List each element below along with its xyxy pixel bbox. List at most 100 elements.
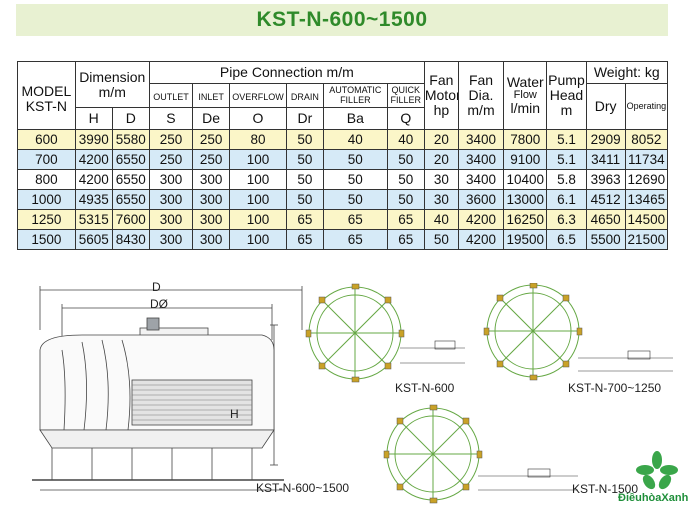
header-water-flow: Water Flow l/min [503,61,548,130]
header-outlet: OUTLET [148,83,194,108]
table-cell: 6.3 [546,209,587,230]
header-fan-dia: Fan Dia. m/m [457,61,505,130]
table-cell: 50 [285,129,324,150]
header-pipe: Pipe Connection m/m [148,61,425,84]
table-cell: 100 [229,209,287,230]
table-cell: 800 [17,169,76,190]
table-cell: 6550 [111,149,150,170]
table-cell: 4200 [74,149,113,170]
table-cell: 16250 [503,209,548,230]
table-cell: 40 [322,129,388,150]
table-cell: 80 [229,129,287,150]
table-cell: 13465 [624,189,669,210]
table-cell: 300 [192,189,231,210]
table-cell: 700 [17,149,76,170]
table-cell: 3400 [457,169,505,190]
table-cell: 50 [285,189,324,210]
table-cell: 65 [386,229,425,250]
header-d: D [111,107,150,130]
plan2-label: KST-N-700~1250 [568,381,662,395]
table-cell: 11734 [624,149,669,170]
table-cell: 300 [148,209,194,230]
plan1-label: KST-N-600 [395,381,455,395]
table-cell: 6.1 [546,189,587,210]
header-fan-motor: Fan Motor hp [423,61,459,130]
header-dr: Dr [285,107,324,130]
table-cell: 65 [285,229,324,250]
header-de: De [192,107,231,130]
table-cell: 65 [322,229,388,250]
table-cell: 50 [285,149,324,170]
table-cell: 12690 [624,169,669,190]
table-cell: 50 [322,189,388,210]
table-cell: 5580 [111,129,150,150]
header-h: H [74,107,113,130]
header-model: MODEL KST-N [17,61,76,130]
table-cell: 250 [192,129,231,150]
header-s: S [148,107,194,130]
table-cell: 100 [229,149,287,170]
table-cell: 100 [229,229,287,250]
table-cell: 20 [423,129,459,150]
table-cell: 30 [423,189,459,210]
table-cell: 2909 [585,129,626,150]
table-cell: 7600 [111,209,150,230]
table-cell: 8430 [111,229,150,250]
plan3-label: KST-N-1500 [572,482,639,496]
table-cell: 50 [423,229,459,250]
table-cell: 13000 [503,189,548,210]
table-cell: 600 [17,129,76,150]
table-cell: 4935 [74,189,113,210]
table-cell: 3990 [74,129,113,150]
table-cell: 3400 [457,149,505,170]
header-ba: Ba [322,107,388,130]
table-cell: 65 [322,209,388,230]
table-cell: 50 [386,169,425,190]
table-cell: 300 [148,229,194,250]
table-cell: 20 [423,149,459,170]
table-cell: 5500 [585,229,626,250]
logo-leaf-icon [636,451,678,490]
table-cell: 7800 [503,129,548,150]
table-cell: 300 [148,169,194,190]
table-cell: 40 [386,129,425,150]
header-quick-filler: QUICK FILLER [386,83,425,108]
header-o: O [229,107,287,130]
table-cell: 250 [148,129,194,150]
title-bar: KST-N-600~1500 [16,4,668,36]
header-dry: Dry [585,83,626,130]
table-cell: 1500 [17,229,76,250]
header-operating: Operating [624,83,669,130]
table-cell: 5.1 [546,149,587,170]
table-cell: 5315 [74,209,113,230]
plan-view-700-1250 [483,283,673,381]
header-dimension: Dimension m/m [74,61,150,108]
table-cell: 300 [148,189,194,210]
table-cell: 50 [285,169,324,190]
table-cell: 65 [386,209,425,230]
dim-d-label: D [152,280,161,294]
table-cell: 100 [229,169,287,190]
table-cell: 4200 [74,169,113,190]
header-weight: Weight: kg [585,61,669,84]
table-cell: 4200 [457,209,505,230]
table-cell: 50 [322,149,388,170]
header-inlet: INLET [192,83,231,108]
table-cell: 5.1 [546,129,587,150]
table-cell: 3963 [585,169,626,190]
table-cell: 1000 [17,189,76,210]
table-cell: 9100 [503,149,548,170]
table-cell: 50 [386,149,425,170]
table-cell: 14500 [624,209,669,230]
table-cell: 4512 [585,189,626,210]
table-cell: 6.5 [546,229,587,250]
table-cell: 30 [423,169,459,190]
table-cell: 100 [229,189,287,210]
header-pump-head: Pump Head m [546,61,587,130]
header-auto-filler: AUTOMATIC FILLER [322,83,388,108]
table-cell: 5.8 [546,169,587,190]
